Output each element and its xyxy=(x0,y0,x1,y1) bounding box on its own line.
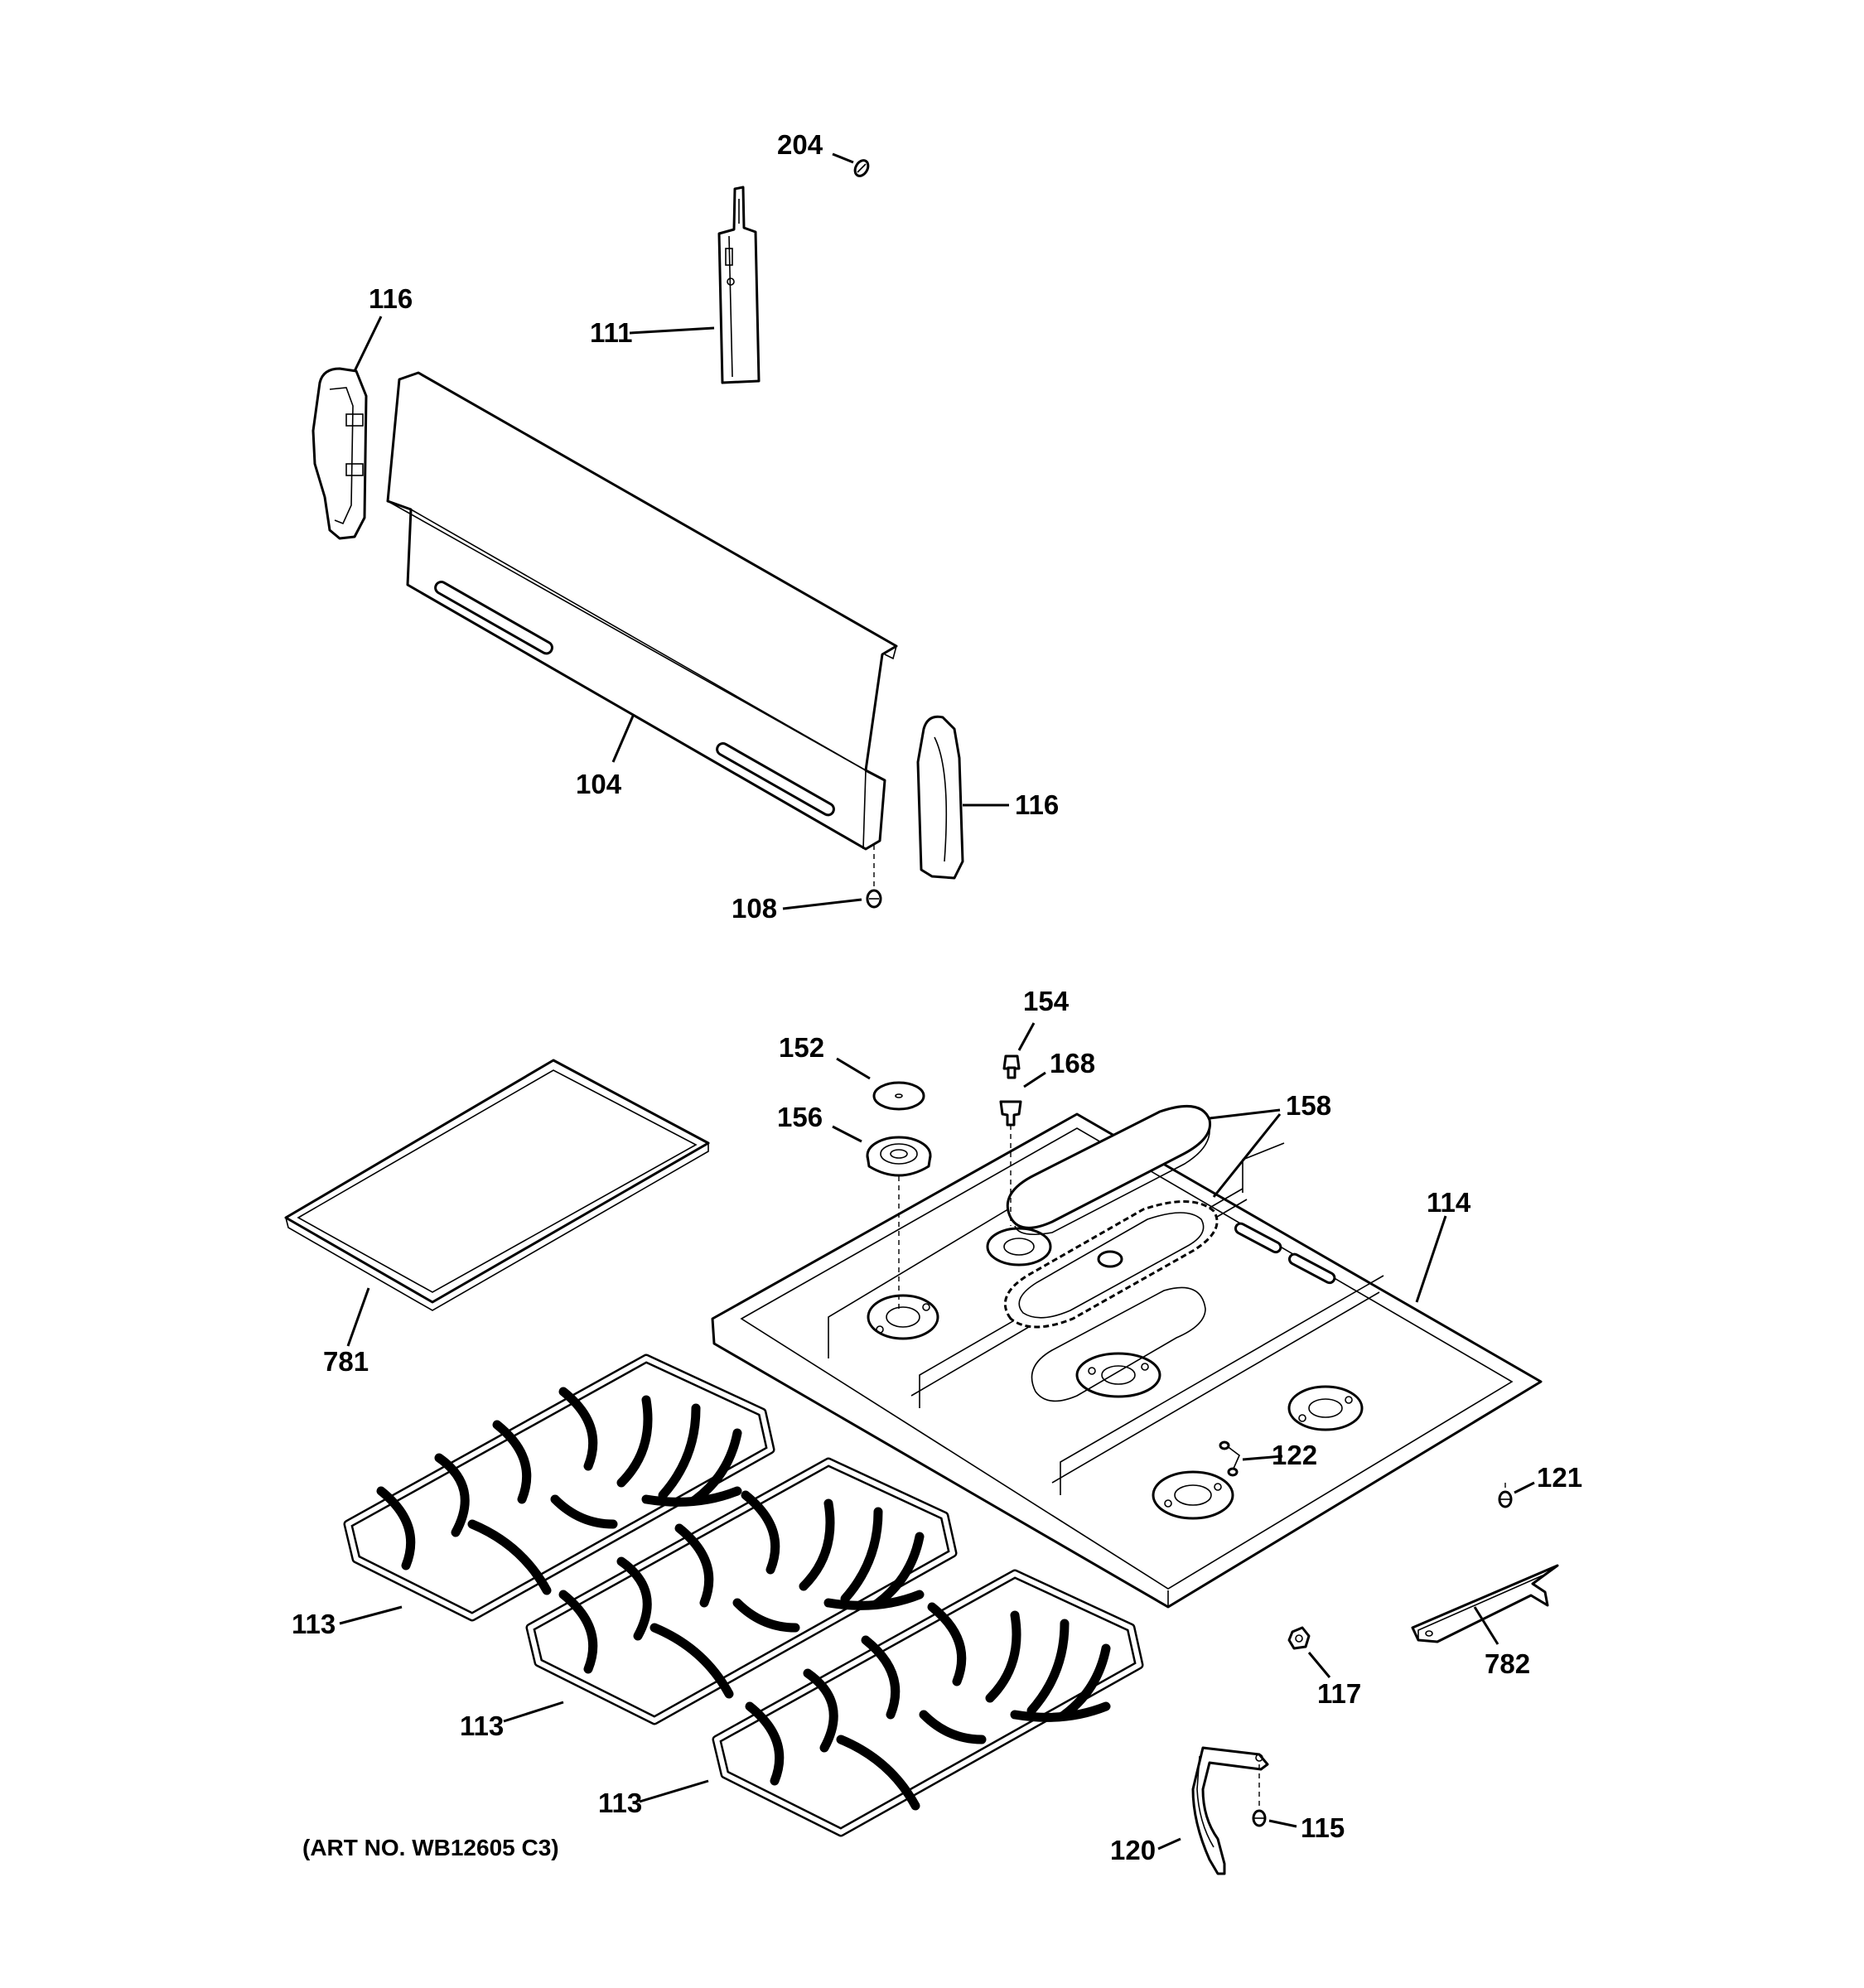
label-113-a: 113 xyxy=(292,1609,336,1639)
part-152-burner-cap xyxy=(872,1081,925,1111)
part-113-grate-2 xyxy=(525,1457,958,1725)
label-115: 115 xyxy=(1301,1812,1345,1843)
part-111-bracket xyxy=(717,186,761,384)
part-120-tube xyxy=(1191,1746,1269,1875)
label-781: 781 xyxy=(323,1346,369,1377)
part-114-cooktop xyxy=(711,1112,1543,1609)
part-116-left-endcap xyxy=(311,367,368,540)
part-116-right-endcap xyxy=(916,715,964,880)
part-156-burner-head xyxy=(866,1136,932,1309)
label-156: 156 xyxy=(777,1102,823,1132)
part-104-backsplash xyxy=(386,371,898,851)
part-168-igniter-base xyxy=(999,1100,1022,1226)
label-114: 114 xyxy=(1427,1187,1471,1218)
label-108: 108 xyxy=(732,893,777,924)
part-122-screws xyxy=(1219,1440,1240,1477)
label-113-b: 113 xyxy=(460,1711,504,1741)
label-154: 154 xyxy=(1023,986,1070,1016)
label-104: 104 xyxy=(576,769,622,799)
part-121-screw xyxy=(1498,1483,1513,1508)
part-204-screw xyxy=(853,159,870,177)
part-115-screw xyxy=(1252,1764,1267,1827)
label-122: 122 xyxy=(1272,1440,1317,1470)
label-158: 158 xyxy=(1286,1090,1331,1121)
part-781-griddle xyxy=(284,1059,710,1311)
label-116-right: 116 xyxy=(1015,789,1059,820)
part-108-screw xyxy=(866,845,882,909)
leader-lines xyxy=(339,152,1535,1850)
art-number: (ART NO. WB12605 C3) xyxy=(302,1835,559,1860)
label-116-left: 116 xyxy=(369,283,413,314)
label-121: 121 xyxy=(1537,1462,1582,1493)
label-113-c: 113 xyxy=(598,1788,642,1818)
label-117: 117 xyxy=(1317,1678,1361,1709)
part-113-grate-3 xyxy=(712,1569,1144,1837)
part-154-igniter xyxy=(1002,1054,1021,1079)
label-152: 152 xyxy=(779,1032,824,1063)
part-782-bracket xyxy=(1411,1564,1559,1643)
part-113-grate-1 xyxy=(343,1353,775,1622)
label-120: 120 xyxy=(1110,1835,1156,1865)
label-782: 782 xyxy=(1485,1648,1530,1679)
label-204: 204 xyxy=(777,129,823,160)
part-158-oval-burner xyxy=(1003,1105,1219,1329)
part-117-nut xyxy=(1287,1626,1311,1650)
label-168: 168 xyxy=(1050,1048,1095,1078)
label-111: 111 xyxy=(590,317,632,348)
